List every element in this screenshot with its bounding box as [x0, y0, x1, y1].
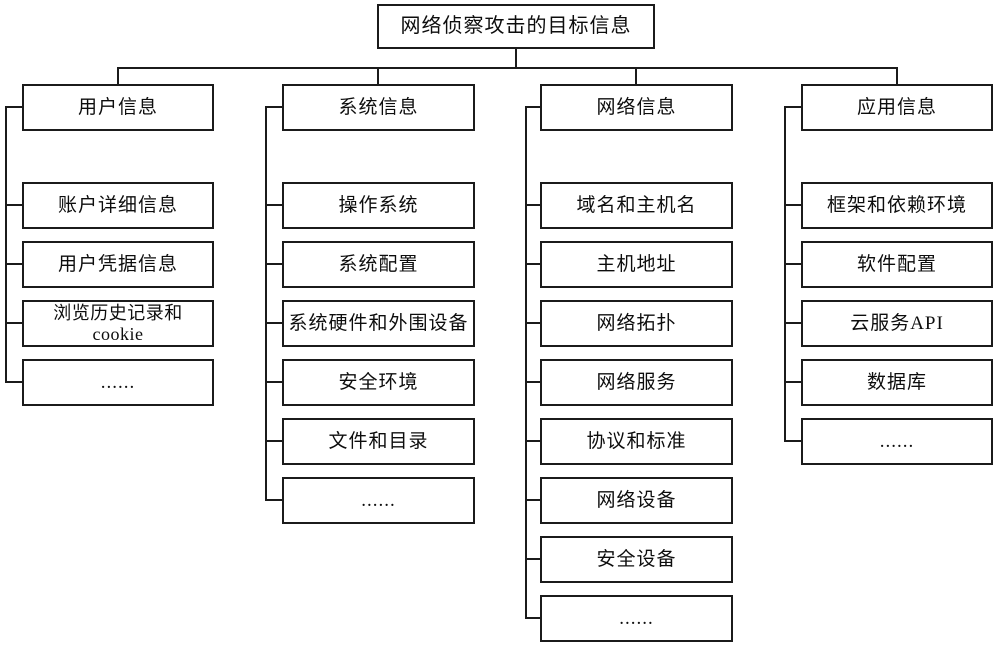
- connector-stub: [784, 322, 801, 324]
- connector-stub: [5, 204, 22, 206]
- connector-stub: [525, 440, 540, 442]
- node-system-config: 系统配置: [282, 241, 475, 288]
- node-label: 系统信息: [338, 96, 419, 118]
- node-label: 系统硬件和外围设备: [288, 312, 469, 334]
- node-label: 域名和主机名: [576, 194, 697, 216]
- node-security-environment: 安全环境: [282, 359, 475, 406]
- connector-stub: [265, 322, 282, 324]
- node-label: 安全环境: [338, 371, 419, 393]
- node-network-topology: 网络拓扑: [540, 300, 733, 347]
- node-label: ......: [100, 371, 136, 393]
- node-browsing-history-cookie: 浏览历史记录和 cookie: [22, 300, 214, 347]
- node-label: 协议和标准: [586, 430, 687, 452]
- node-cloud-service-api: 云服务API: [801, 300, 993, 347]
- connector-stub: [525, 617, 540, 619]
- connector-drop-user-info: [117, 67, 119, 84]
- node-security-devices: 安全设备: [540, 536, 733, 583]
- connector-stub: [784, 106, 801, 108]
- node-label: 框架和依赖环境: [826, 194, 967, 216]
- connector-drop-system-info: [377, 67, 379, 84]
- connector-spine-network-info: [525, 106, 527, 619]
- node-network-info: 网络信息: [540, 84, 733, 131]
- connector-top-bus: [117, 67, 898, 69]
- node-label: 系统配置: [338, 253, 419, 275]
- connector-stub: [784, 440, 801, 442]
- node-label: 安全设备: [596, 548, 677, 570]
- node-label: 账户详细信息: [57, 194, 178, 216]
- connector-drop-app-info: [896, 67, 898, 84]
- node-files-directories: 文件和目录: [282, 418, 475, 465]
- connector-stub: [525, 263, 540, 265]
- node-ellipsis-system: ......: [282, 477, 475, 524]
- node-domain-hostname: 域名和主机名: [540, 182, 733, 229]
- node-host-address: 主机地址: [540, 241, 733, 288]
- node-hardware-peripherals: 系统硬件和外围设备: [282, 300, 475, 347]
- connector-stub: [525, 499, 540, 501]
- node-system-info: 系统信息: [282, 84, 475, 131]
- connector-spine-user-info: [5, 106, 7, 383]
- connector-stub: [525, 558, 540, 560]
- node-root: 网络侦察攻击的目标信息: [377, 4, 655, 49]
- connector-stub: [784, 381, 801, 383]
- connector-stub: [784, 263, 801, 265]
- node-database: 数据库: [801, 359, 993, 406]
- node-app-info: 应用信息: [801, 84, 993, 131]
- node-user-info: 用户信息: [22, 84, 214, 131]
- connector-drop-network-info: [635, 67, 637, 84]
- node-label: 网络侦察攻击的目标信息: [400, 15, 632, 37]
- connector-root-drop: [515, 47, 517, 68]
- node-label: ......: [879, 430, 915, 452]
- node-network-devices: 网络设备: [540, 477, 733, 524]
- connector-stub: [525, 204, 540, 206]
- connector-stub: [5, 381, 22, 383]
- connector-stub: [525, 381, 540, 383]
- connector-stub: [784, 204, 801, 206]
- node-label: 数据库: [866, 371, 927, 393]
- node-label: 操作系统: [338, 194, 419, 216]
- node-operating-system: 操作系统: [282, 182, 475, 229]
- node-label: 网络拓扑: [596, 312, 677, 334]
- connector-stub: [265, 499, 282, 501]
- connector-stub: [265, 263, 282, 265]
- node-label: 主机地址: [596, 253, 677, 275]
- node-label: 用户信息: [77, 96, 158, 118]
- node-label: ......: [619, 607, 654, 629]
- connector-stub: [5, 322, 22, 324]
- node-account-details: 账户详细信息: [22, 182, 214, 229]
- node-framework-dependencies: 框架和依赖环境: [801, 182, 993, 229]
- connector-stub: [265, 440, 282, 442]
- connector-stub: [5, 106, 22, 108]
- connector-stub: [5, 263, 22, 265]
- node-label: 浏览历史记录和 cookie: [53, 302, 183, 344]
- node-ellipsis-app: ......: [801, 418, 993, 465]
- node-label: 网络设备: [596, 489, 677, 511]
- node-ellipsis-user: ......: [22, 359, 214, 406]
- connector-spine-app-info: [784, 106, 786, 442]
- node-label: 用户凭据信息: [57, 253, 178, 275]
- node-ellipsis-network: ......: [540, 595, 733, 642]
- connector-stub: [265, 381, 282, 383]
- connector-spine-system-info: [265, 106, 267, 501]
- node-label: 软件配置: [856, 253, 937, 275]
- connector-stub: [525, 322, 540, 324]
- node-network-services: 网络服务: [540, 359, 733, 406]
- node-label: 网络服务: [596, 371, 677, 393]
- node-label: 应用信息: [856, 96, 937, 118]
- connector-stub: [525, 106, 540, 108]
- node-protocols-standards: 协议和标准: [540, 418, 733, 465]
- node-label: 云服务API: [850, 312, 944, 334]
- connector-stub: [265, 106, 282, 108]
- node-software-config: 软件配置: [801, 241, 993, 288]
- connector-stub: [265, 204, 282, 206]
- node-label: ......: [361, 489, 396, 511]
- node-user-credentials: 用户凭据信息: [22, 241, 214, 288]
- node-label: 文件和目录: [328, 430, 429, 452]
- node-label: 网络信息: [596, 96, 677, 118]
